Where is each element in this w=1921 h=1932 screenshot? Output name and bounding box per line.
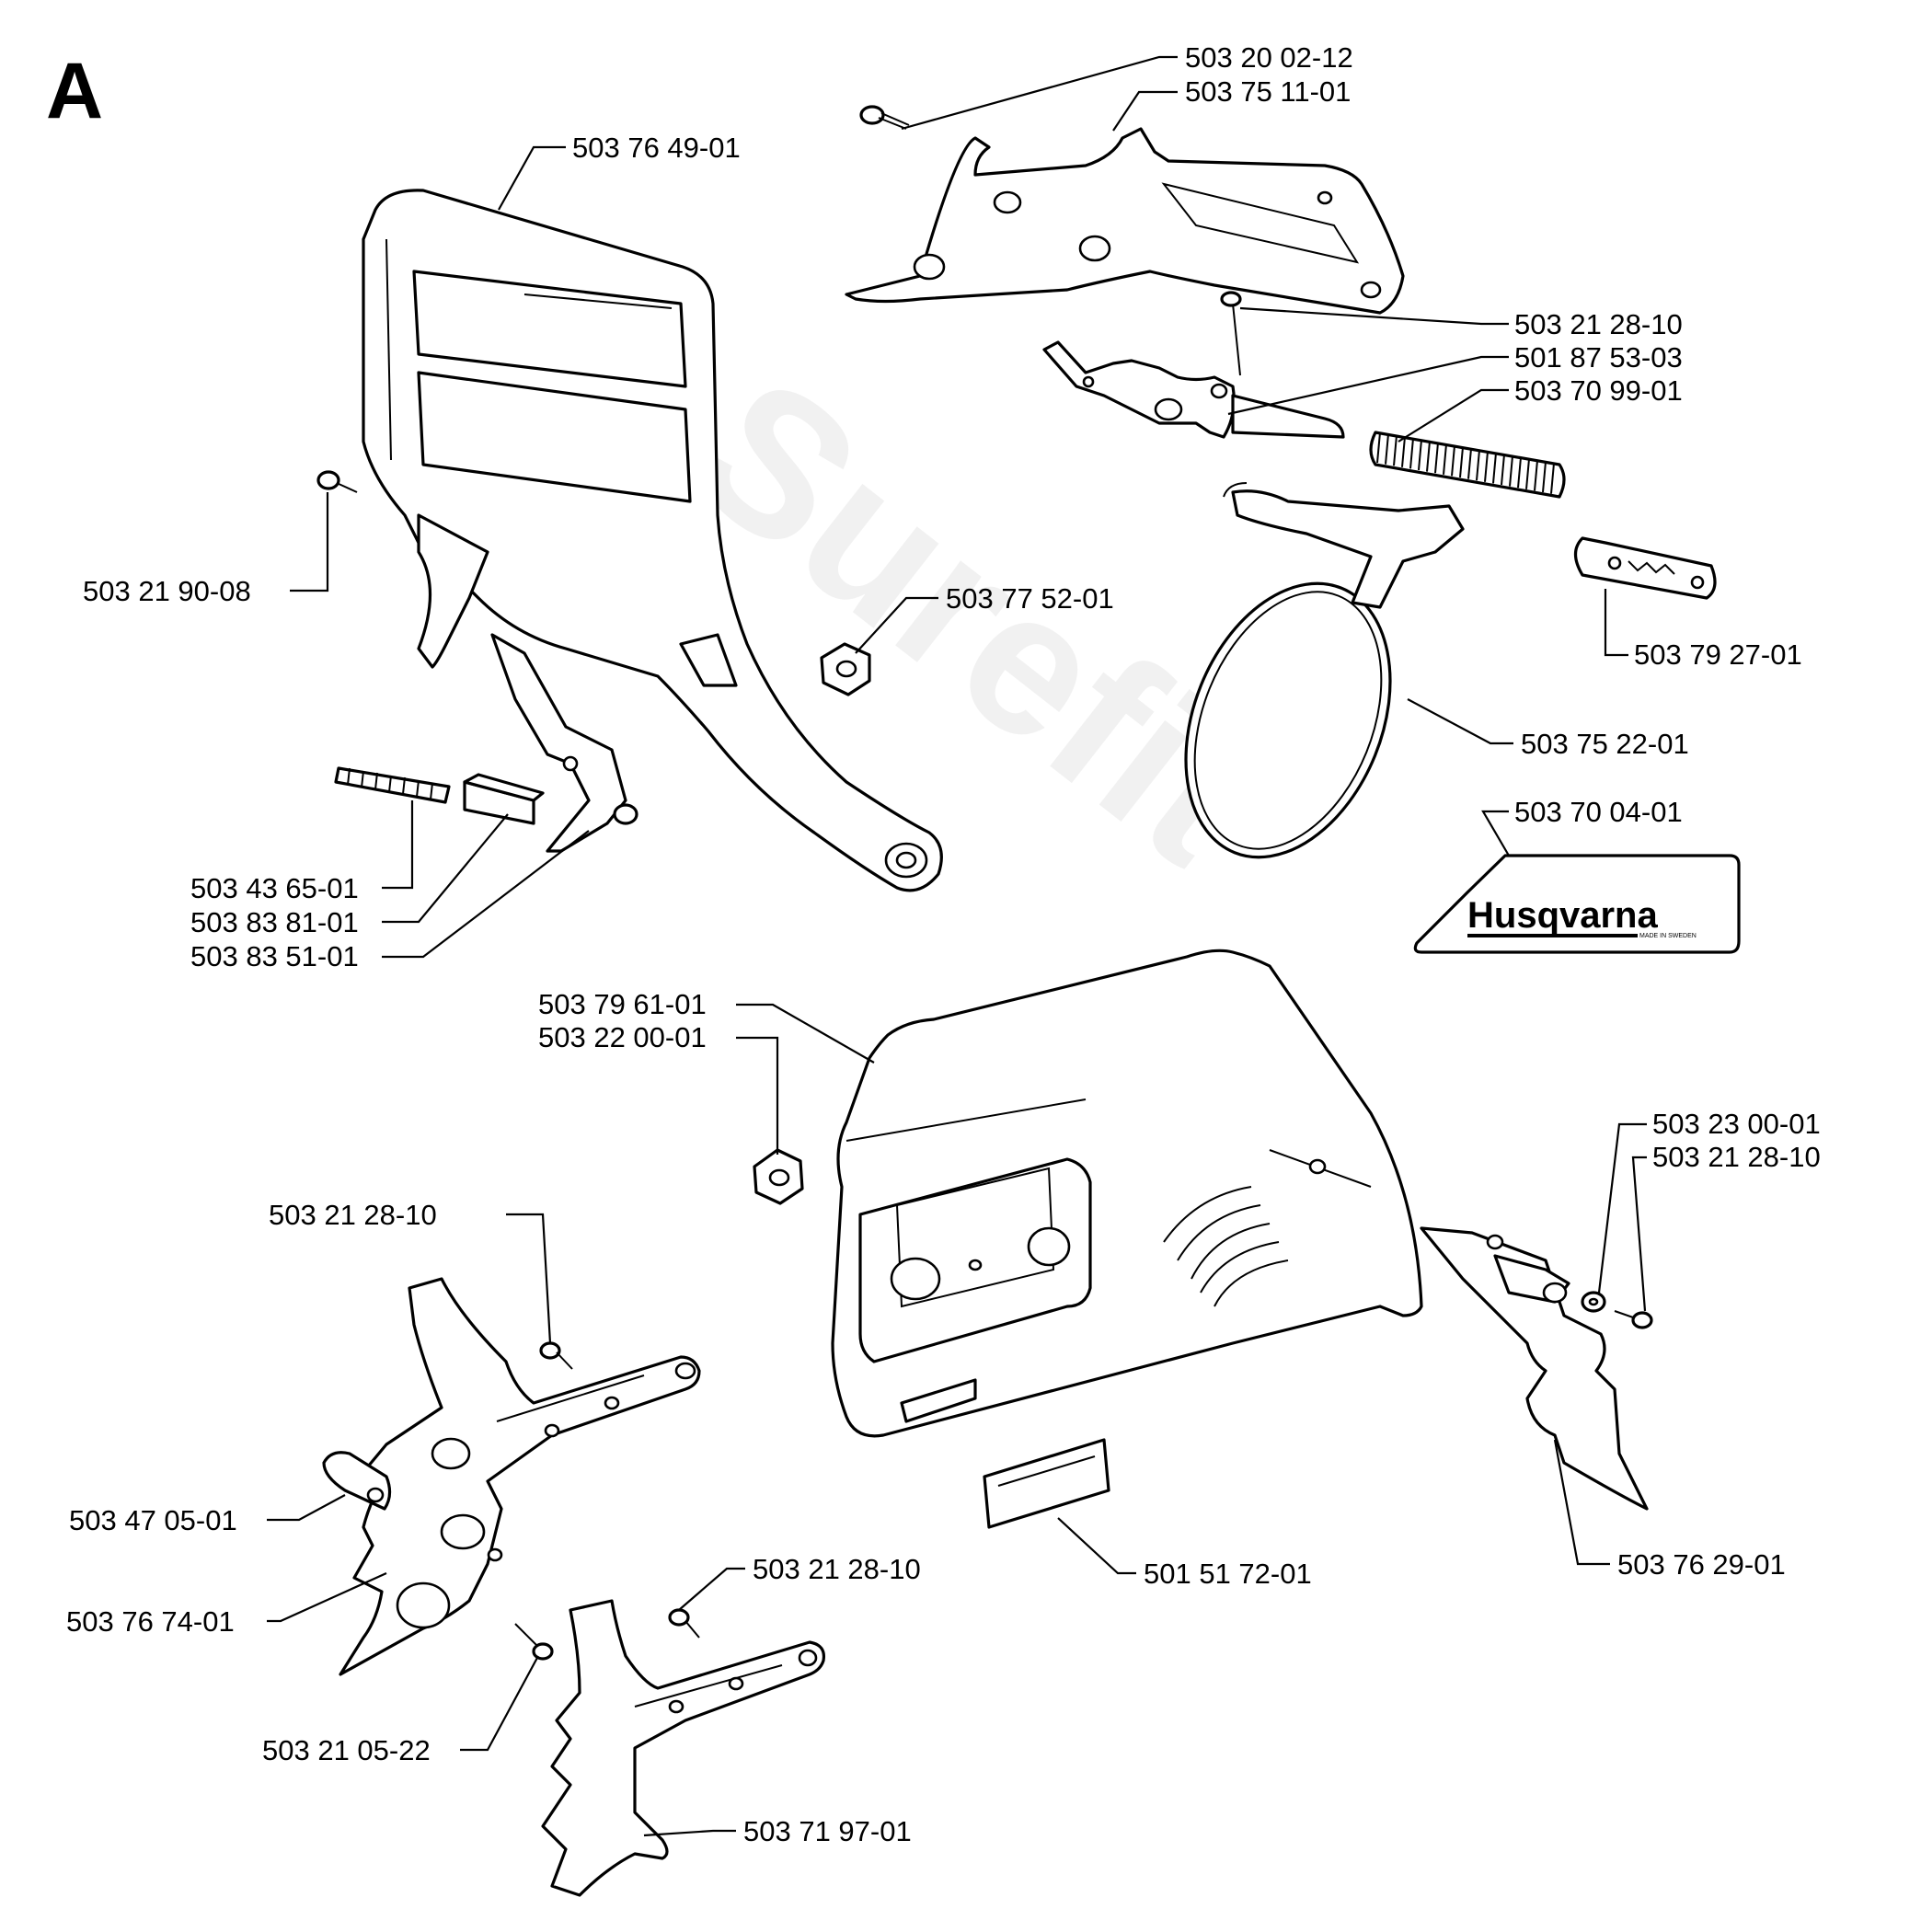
clutch-cover [831, 949, 1423, 1438]
label-screw-right-mid: 503 21 28-10 [1652, 1141, 1821, 1173]
spring-coil [1376, 431, 1381, 464]
screw-bottom-left [514, 1623, 554, 1661]
spring-coil [1509, 455, 1513, 487]
small-bumper [322, 1451, 392, 1511]
label-top-screw: 503 20 02-12 [1185, 41, 1353, 74]
label-screw-bottom-left: 503 21 05-22 [262, 1734, 431, 1766]
spring-coil [1418, 439, 1422, 471]
spike-bumper-b [541, 1599, 826, 1897]
label-spike-bumper-c: 503 76 29-01 [1617, 1548, 1786, 1581]
spring-coil [1542, 461, 1547, 493]
husqvarna-decal: Husqvarna MADE IN SWEDEN [1413, 854, 1741, 954]
spring-coil [1484, 451, 1489, 482]
label-screw-left-mid: 503 21 28-10 [269, 1199, 437, 1231]
label-cover-nut: 503 22 00-01 [538, 1021, 707, 1053]
handle-bushing [820, 642, 871, 696]
label-bushing-handle: 503 77 52-01 [946, 582, 1114, 615]
washer-right [1581, 1291, 1606, 1313]
section-letter: A [46, 47, 103, 135]
spring-coil [1409, 438, 1414, 469]
decal-made-in: MADE IN SWEDEN [1639, 933, 1697, 939]
spring-coil [1459, 446, 1464, 478]
label-screw-bottom: 503 21 28-10 [753, 1553, 921, 1585]
label-spike-bumper-b: 503 71 97-01 [743, 1815, 912, 1847]
label-chain-brake-handle: 503 76 49-01 [572, 132, 741, 164]
label-spike-bumper-a: 503 76 74-01 [66, 1605, 235, 1638]
spike-bumper-c [1420, 1226, 1649, 1511]
spring-coil [1401, 436, 1406, 467]
label-screw-left: 503 21 90-08 [83, 575, 251, 607]
spring-coil [1385, 433, 1389, 465]
screw-right-mid [1614, 1310, 1653, 1329]
chain-brake-handle [362, 189, 943, 892]
screw-bottom [668, 1608, 700, 1639]
screw-left-mid [539, 1341, 573, 1370]
spring-coil [1525, 458, 1530, 489]
label-decal: 503 70 04-01 [1514, 796, 1683, 828]
leader-lines [267, 55, 1647, 1837]
large-spring [1369, 431, 1566, 499]
spring-coil [1434, 443, 1439, 474]
left-screw [316, 470, 358, 493]
brake-lever [1042, 291, 1345, 439]
spring-coil [1550, 463, 1555, 494]
cover-plug [983, 1438, 1110, 1529]
spring-coil [1467, 448, 1472, 479]
label-spring-large: 503 70 99-01 [1514, 374, 1683, 407]
spring-coil [1393, 435, 1398, 466]
spring-coil [1534, 460, 1538, 491]
label-screw-right-top: 503 21 28-10 [1514, 308, 1683, 340]
label-top-bracket: 503 75 11-01 [1185, 75, 1351, 108]
label-clutch-cover: 503 79 61-01 [538, 988, 707, 1020]
label-lever-small: 503 83 51-01 [190, 940, 359, 972]
spring-coil [1501, 454, 1505, 486]
spring-coil [1451, 445, 1455, 477]
brake-band [1184, 482, 1465, 859]
cover-nut [753, 1148, 804, 1205]
spring-coil [1426, 441, 1431, 472]
label-spacer-small: 503 83 81-01 [190, 906, 359, 938]
small-spring [334, 766, 451, 804]
spring-coil [1443, 443, 1447, 475]
spring-coil [1492, 453, 1497, 484]
label-washer-right: 503 23 00-01 [1652, 1108, 1821, 1140]
label-brake-lever: 501 87 53-03 [1514, 341, 1683, 374]
part-labels: 503 20 02-12 503 75 11-01 503 76 49-01 5… [66, 41, 1821, 1847]
top-bracket [845, 127, 1405, 315]
label-spring-holder: 503 79 27-01 [1634, 638, 1802, 671]
label-bumper-small: 503 47 05-01 [69, 1504, 237, 1536]
label-brake-band: 503 75 22-01 [1521, 728, 1689, 760]
label-cover-plug: 501 51 72-01 [1144, 1558, 1312, 1590]
small-spacer [463, 773, 545, 825]
top-screw [859, 105, 910, 130]
spring-coil [1476, 450, 1480, 481]
decal-brand: Husqvarna [1467, 895, 1658, 936]
spike-bumper-a [339, 1277, 701, 1676]
spring-holder [1573, 536, 1717, 600]
spring-coil [1517, 457, 1522, 489]
label-spring-small: 503 43 65-01 [190, 872, 359, 904]
